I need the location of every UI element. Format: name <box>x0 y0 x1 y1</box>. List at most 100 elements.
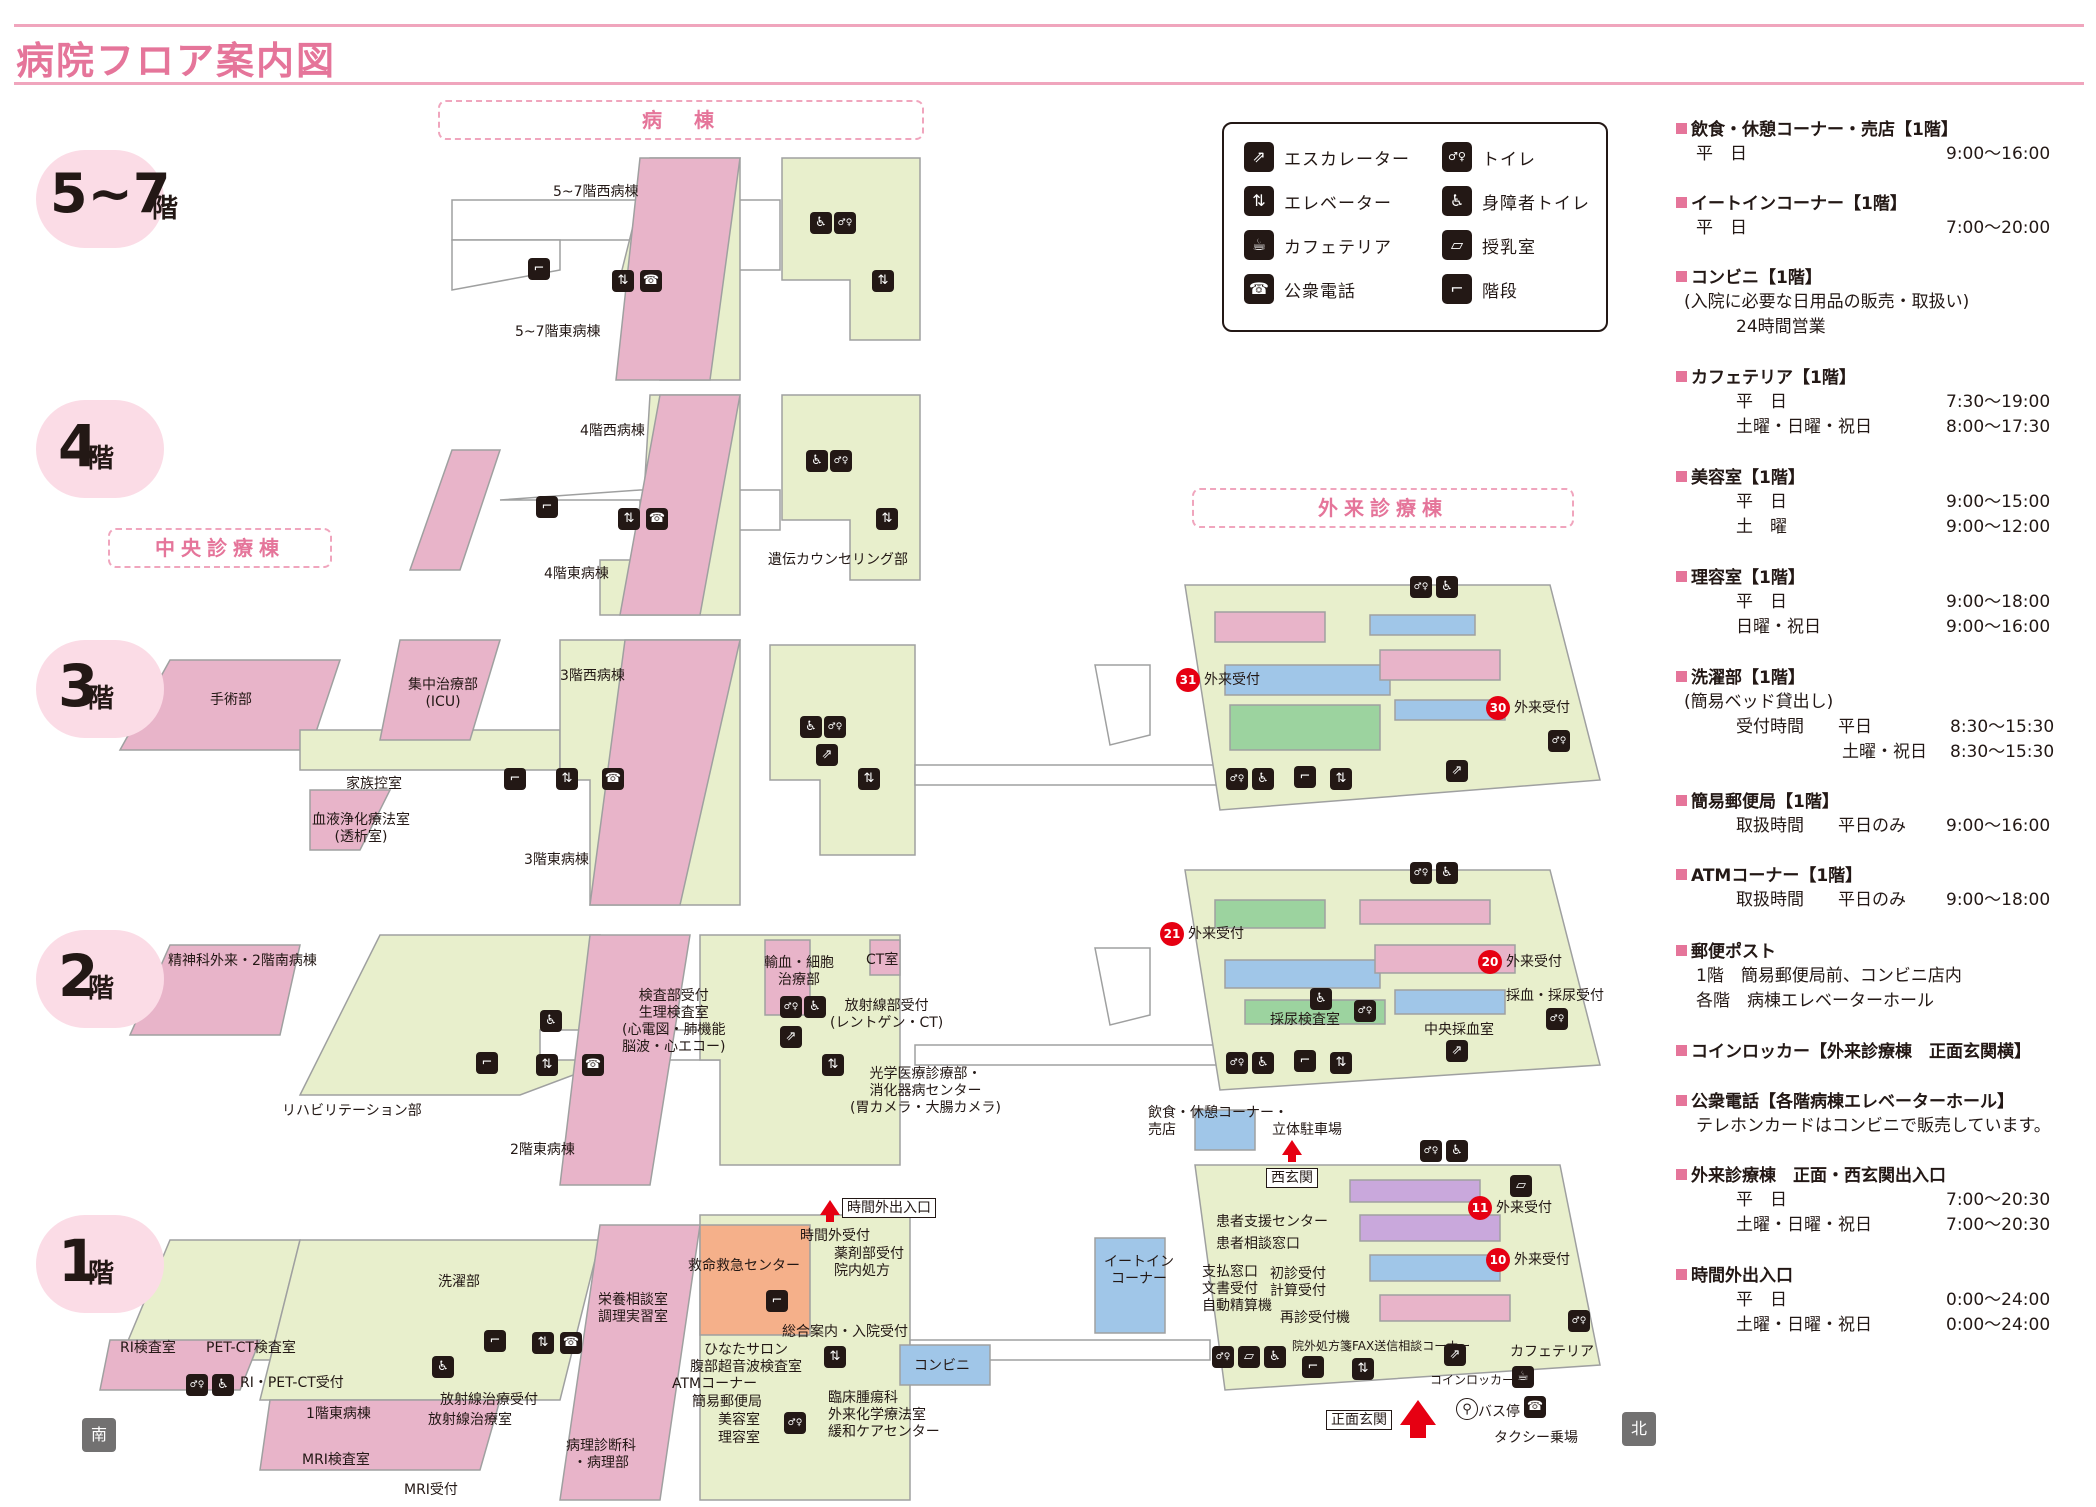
elevator-icon: ⇅ <box>822 1054 844 1076</box>
coin-locker-icon: ⇗ <box>1444 1344 1466 1366</box>
accessible-toilet-icon: ♿ <box>804 996 826 1018</box>
label-oncology-line3: 緩和ケアセンター <box>828 1424 940 1440</box>
label-nutrition-line2: 調理実習室 <box>598 1309 668 1325</box>
toilet-icon: ♂♀ <box>1354 1000 1376 1022</box>
info-time: 9:00～12:00 <box>1946 517 2051 537</box>
accessible-toilet-icon: ♿ <box>806 450 828 472</box>
info-time: 8:30～15:30 <box>1950 742 2055 762</box>
label-food-line1: 飲食・休憩コーナー・ <box>1148 1105 1288 1121</box>
label-endoscopy-line2: 消化器病センター <box>869 1083 982 1099</box>
info-day: 平 日 <box>1736 592 1787 612</box>
toilet-icon: ♂♀ <box>1212 1346 1234 1368</box>
info-row: 各階 病棟エレベーターホール <box>1676 989 2086 1014</box>
legend-label: 授乳室 <box>1482 237 1536 258</box>
accessible-toilet-icon: ♿ <box>810 212 832 234</box>
label-endoscopy: 光学医療診療部・消化器病センター(胃カメラ・大腸カメラ) <box>850 1066 1001 1117</box>
label-transfusion-line2: 治療部 <box>778 972 820 988</box>
escalator-icon: ⇗ <box>816 744 838 766</box>
info-time: 8:30～15:30 <box>1950 717 2055 737</box>
floor-number: 2 <box>58 942 99 1010</box>
label-pathology-line2: ・病理部 <box>573 1455 629 1471</box>
info-row: 1階 簡易郵便局前、コンビニ店内 <box>1676 964 2086 989</box>
accessible-toilet-icon: ♿ <box>1436 576 1458 598</box>
label-icu: 集中治療部(ICU) <box>408 677 478 711</box>
escalator-icon: ⇗ <box>1244 142 1274 172</box>
escalator-icon: ⇗ <box>1446 760 1468 782</box>
label-first-line1: 初診受付 <box>1270 1266 1326 1282</box>
label-genetic-counseling: 遺伝カウンセリング部 <box>768 552 908 568</box>
label-eat-in: イートインコーナー <box>1104 1254 1174 1288</box>
stairs-icon: ⌐ <box>528 258 550 280</box>
stairs-icon: ⌐ <box>1294 766 1316 788</box>
label-beauty-salon: 美容室 <box>718 1412 760 1428</box>
label-nutrition: 栄養相談室調理実習室 <box>598 1292 668 1326</box>
label-radiotherapy-room: 放射線治療室 <box>428 1412 512 1428</box>
floor-badge-5-7: 5~7 階 <box>36 150 178 248</box>
label-taxi: タクシー乗場 <box>1494 1430 1578 1446</box>
label-pathology-line1: 病理診断科 <box>566 1438 636 1454</box>
label-reception-30: 外来受付 <box>1514 700 1570 716</box>
legend-label: 身障者トイレ <box>1482 193 1590 214</box>
info-day: 平 日 <box>1736 392 1787 412</box>
toilet-icon: ♂♀ <box>784 1412 806 1434</box>
title-rule-top <box>14 24 2084 27</box>
label-revisit-machine: 再診受付機 <box>1280 1310 1350 1326</box>
floor-number: 1 <box>58 1227 99 1295</box>
label-transfusion-line1: 輸血・細胞 <box>764 955 834 971</box>
info-day-type: 平日 <box>1838 717 1872 737</box>
label-patient-support: 患者支援センター <box>1216 1214 1328 1230</box>
info-row: テレホンカードはコンビニで販売しています。 <box>1676 1114 2086 1139</box>
info-time: 0:00～24:00 <box>1946 1290 2051 1310</box>
label-food-line2: 売店 <box>1148 1122 1176 1138</box>
accessible-toilet-icon: ♿ <box>212 1374 234 1396</box>
info-time: 9:00～16:00 <box>1946 816 2051 836</box>
toilet-icon: ♂♀ <box>1568 1310 1590 1332</box>
label-ri-pet-reception: RI・PET-CT受付 <box>240 1375 344 1391</box>
label-payment-line2: 文書受付 <box>1202 1281 1258 1297</box>
info-day: 日曜・祝日 <box>1736 617 1821 637</box>
floor-number: 5~7 <box>50 162 171 225</box>
label-oncology: 臨床腫瘍科外来化学療法室緩和ケアセンター <box>828 1390 940 1441</box>
info-day: 土曜・日曜・祝日 <box>1736 1215 1872 1235</box>
reception-number-11: 11 <box>1468 1196 1492 1220</box>
info-time: 7:00～20:30 <box>1946 1190 2051 1210</box>
info-day: 平 日 <box>1736 1190 1787 1210</box>
reception-number-21: 21 <box>1160 922 1184 946</box>
toilet-icon: ♂♀ <box>1410 862 1432 884</box>
label-mri-room: MRI検査室 <box>302 1452 370 1468</box>
label-bus-stop: バス停 <box>1478 1404 1520 1420</box>
floor-suffix: 階 <box>88 1259 115 1289</box>
toilet-icon: ♂♀ <box>1226 768 1248 790</box>
floor-3-plan <box>118 584 1601 906</box>
toilet-icon: ♂♀ <box>830 450 852 472</box>
label-icu-line1: 集中治療部 <box>408 677 478 693</box>
elevator-icon: ⇅ <box>1330 1052 1352 1074</box>
label-payment-line3: 自動精算機 <box>1202 1298 1272 1314</box>
legend-label: エスカレーター <box>1284 149 1410 170</box>
info-day-type: 平日のみ <box>1838 890 1906 910</box>
stairs-icon: ⌐ <box>504 768 526 790</box>
main-entrance-label: 正面玄関 <box>1326 1410 1392 1430</box>
info-day: 土 曜 <box>1736 517 1787 537</box>
cafeteria-icon: ☕ <box>1244 230 1274 260</box>
toilet-icon: ♂♀ <box>1442 142 1472 172</box>
info-heading: 美容室【1階】 <box>1676 466 2086 490</box>
info-block-convenience: コンビニ【1階】 (入院に必要な日用品の販売・取扱い) 24時間営業 <box>1676 266 2086 340</box>
public-phone-icon: ☎ <box>1244 274 1274 304</box>
floor-suffix: 階 <box>88 444 115 474</box>
label-payment-line1: 支払窓口 <box>1202 1264 1258 1280</box>
label-3-west-ward: 3階西病棟 <box>560 668 625 684</box>
info-time: 9:00～18:00 <box>1946 890 2051 910</box>
label-ri-room: RI検査室 <box>120 1340 176 1356</box>
toilet-icon: ♂♀ <box>186 1374 208 1396</box>
toilet-icon: ♂♀ <box>1548 730 1570 752</box>
